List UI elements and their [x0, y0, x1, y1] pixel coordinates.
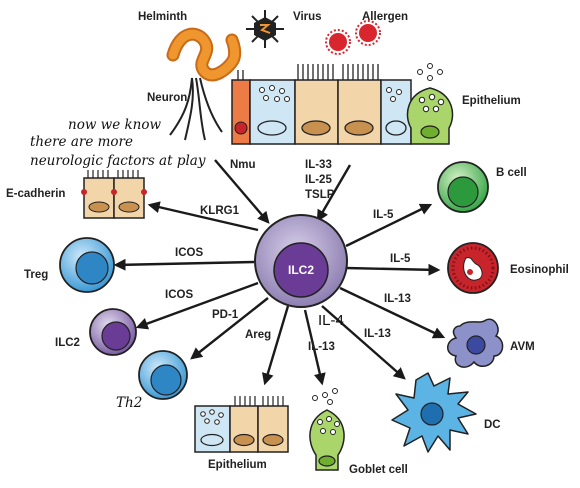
arrow-il5-eos — [345, 263, 441, 276]
arrow-il13-goblet — [303, 309, 326, 386]
annotation-line-1: now we know — [68, 117, 162, 133]
epithelium-bottom — [194, 396, 289, 453]
il13-avm-label: IL-13 — [384, 293, 411, 305]
arrow-icos-treg — [113, 258, 255, 271]
goblet-label: Goblet cell — [349, 464, 408, 476]
tslp-label: TSLP — [305, 189, 335, 201]
helminth-label: Helminth — [138, 11, 187, 23]
arrow-icos-ilc2 — [135, 281, 259, 330]
arrow-alarmins — [316, 164, 352, 223]
virus-label: Virus — [293, 11, 322, 23]
il4-label: IL-4 — [318, 312, 344, 329]
th2-cell — [138, 350, 188, 400]
helminth-icon — [166, 27, 242, 82]
allergen-label: Allergen — [362, 11, 408, 23]
treg-label: Treg — [24, 269, 48, 281]
ilc2-center-label: ILC2 — [288, 263, 314, 277]
avm-cell — [447, 318, 504, 368]
epithelium-top — [231, 63, 454, 145]
annotation-line-2: there are more — [30, 134, 133, 150]
ilc2-small-cell — [89, 308, 137, 356]
goblet-cell — [309, 388, 345, 471]
b-cell — [437, 161, 489, 213]
arrow-il13-dc — [321, 305, 406, 380]
arrow-pd1 — [190, 297, 269, 360]
nmu-label: Nmu — [230, 159, 256, 171]
dc-label: DC — [484, 419, 501, 431]
il25-label: IL-25 — [305, 174, 332, 186]
eosinophil-label: Eosinophil — [510, 264, 569, 276]
ilc2-small-label: ILC2 — [55, 337, 80, 349]
ecadherin-label: E-cadherin — [6, 188, 65, 200]
arrow-areg — [261, 305, 290, 386]
arrow-klrg1 — [147, 201, 259, 232]
th2-label: Th2 — [116, 395, 142, 411]
arrows — [113, 159, 446, 386]
arrow-il5-b — [345, 203, 433, 248]
il5-b-label: IL-5 — [373, 209, 394, 221]
bcell-label: B cell — [496, 167, 527, 179]
epithelium-bottom-label: Epithelium — [208, 459, 267, 471]
neuron-icon — [169, 77, 223, 141]
il13-dc-label: IL-13 — [364, 328, 391, 340]
epithelium-top-label: Epithelium — [462, 95, 521, 107]
ilc2-center-cell — [254, 214, 348, 308]
annotation-line-3: neurologic factors at play — [30, 153, 206, 169]
arrow-il13-avm — [339, 286, 446, 339]
neuron-label: Neuron — [147, 92, 187, 104]
ecadherin-cells — [81, 170, 147, 219]
areg-label: Areg — [245, 329, 271, 341]
arrow-nmu — [214, 159, 270, 224]
eosinophil-cell — [447, 242, 499, 294]
klrg1-label: KLRG1 — [200, 205, 240, 217]
il13-goblet-label: IL-13 — [308, 341, 335, 353]
il33-label: IL-33 — [305, 159, 332, 171]
treg-cell — [59, 237, 115, 293]
avm-label: AVM — [510, 341, 535, 353]
pd1-label: PD-1 — [212, 309, 239, 321]
dc-cell — [391, 372, 477, 453]
il5-eos-label: IL-5 — [390, 253, 411, 265]
virus-icon — [246, 10, 284, 48]
allergen-icon — [325, 20, 381, 55]
icos-treg-label: ICOS — [175, 247, 203, 259]
icos-ilc2-label: ICOS — [165, 289, 193, 301]
